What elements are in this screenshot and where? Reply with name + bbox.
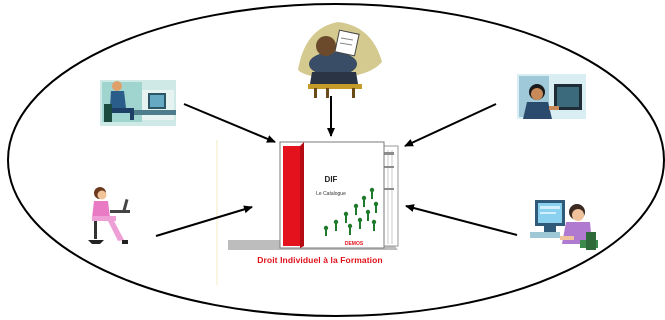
book-title: DIF — [325, 175, 338, 184]
book-publisher: DEMOS — [345, 241, 364, 247]
thinking-person-icon — [298, 22, 382, 98]
arrow-bottom-left — [155, 205, 253, 237]
arrow-top-left — [183, 103, 276, 143]
man-at-computer-icon — [100, 80, 176, 126]
woman-with-laptop-icon — [88, 187, 130, 244]
book-subtitle: Le Catalogue — [316, 191, 346, 197]
people-illustration — [323, 187, 379, 236]
arrow-top-right — [404, 103, 497, 147]
book-spine — [283, 146, 300, 246]
arrow-bottom-right — [405, 204, 518, 236]
woman-at-computer-icon — [517, 74, 586, 119]
woman-at-computer-screen-icon — [530, 200, 598, 250]
outer-ellipse — [7, 3, 665, 317]
catalogue-book — [228, 141, 399, 250]
diagram-caption: Droit Individuel à la Formation — [257, 255, 383, 265]
